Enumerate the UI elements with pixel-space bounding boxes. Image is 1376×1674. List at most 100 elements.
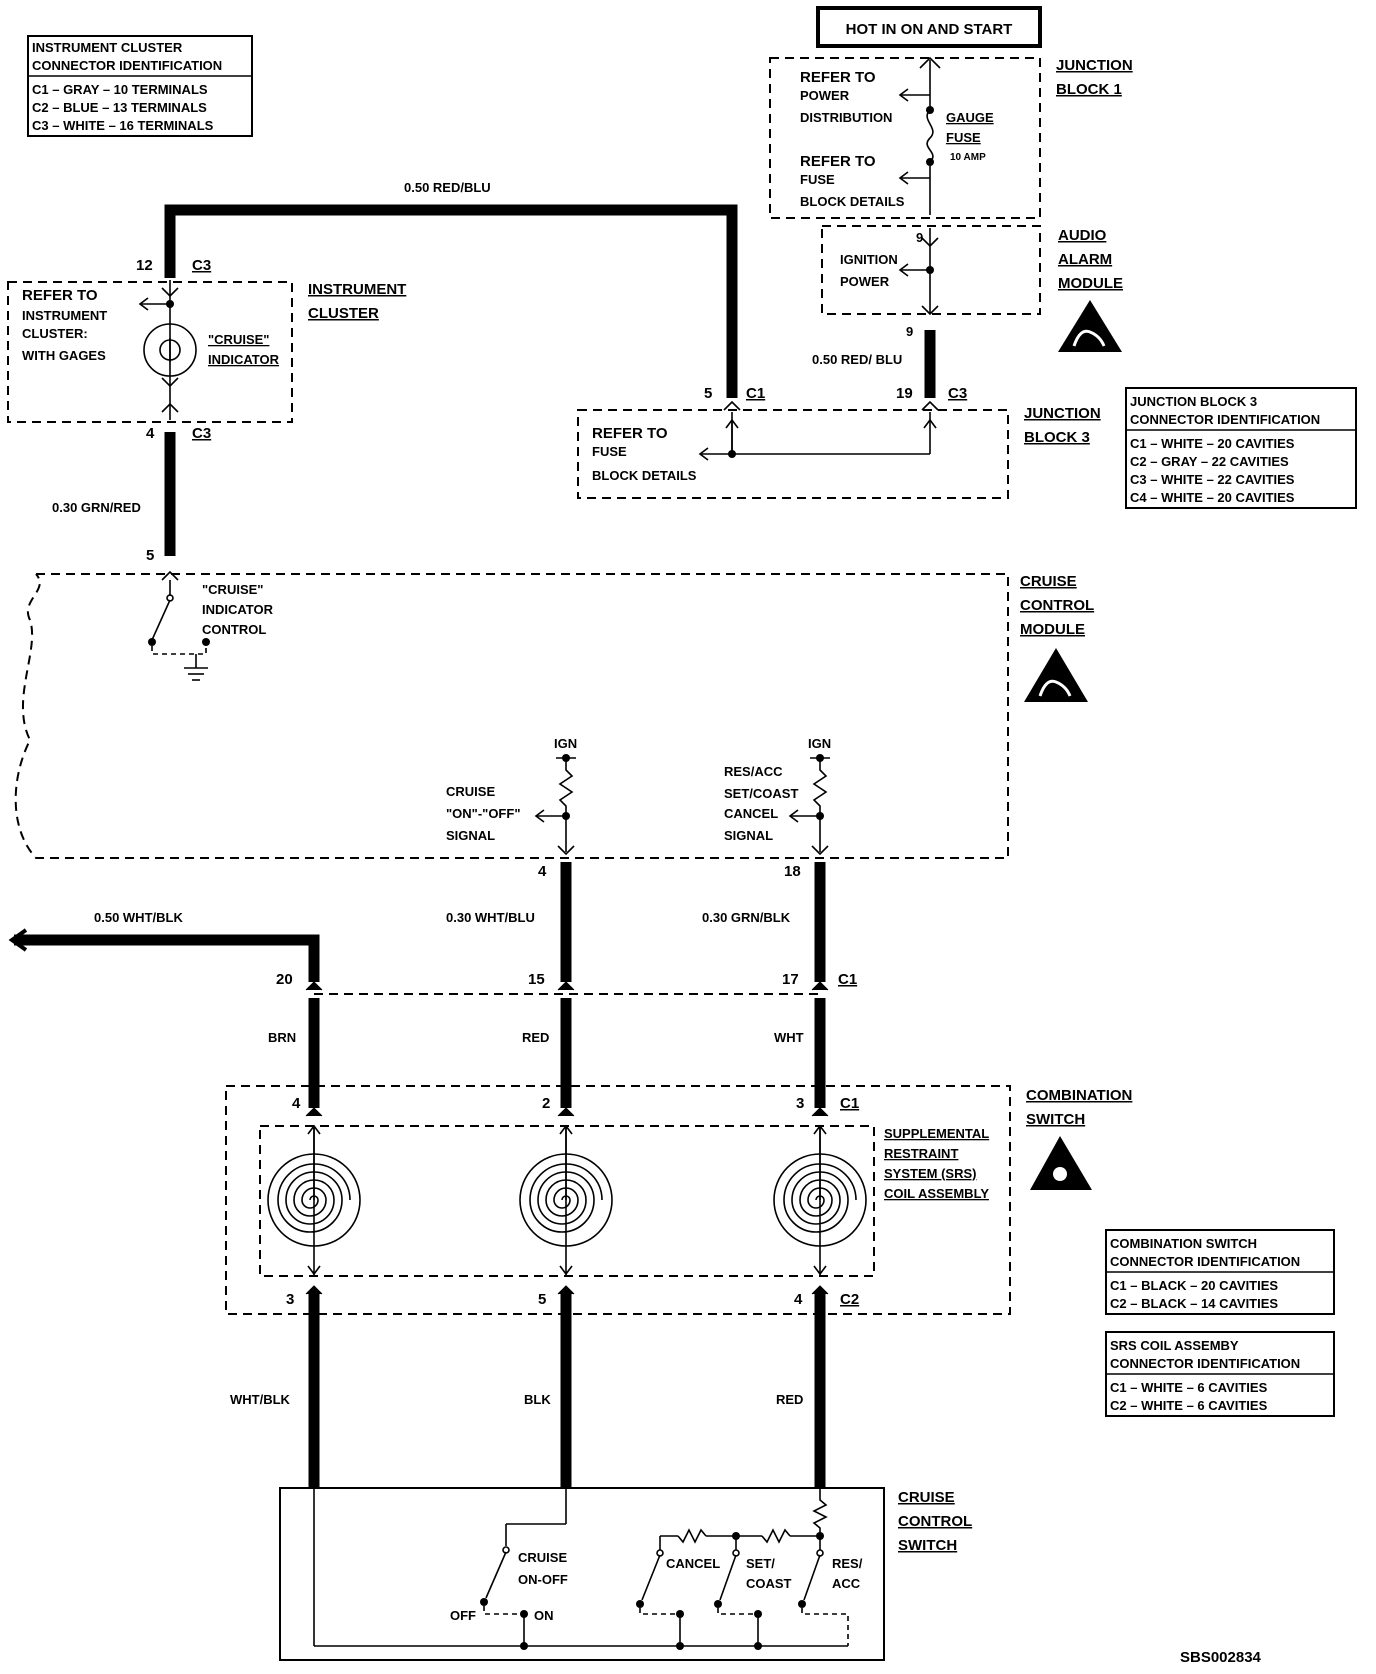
junction-block-3: 5 C1 19 C3 JUNCTION BLOCK 3 REFER TO FUS…: [577, 385, 1101, 499]
ccm-sig2c: CANCEL: [724, 806, 778, 821]
srs-coil-icon: [773, 1124, 867, 1276]
ccm-sig2d: SIGNAL: [724, 828, 773, 843]
combination-switch-connector-id-box: COMBINATION SWITCH CONNECTOR IDENTIFICAT…: [1105, 1229, 1335, 1315]
wire-grn-blk-label: 0.30 GRN/BLK: [702, 910, 791, 925]
cruise-on-off-switch-icon: [485, 1551, 507, 1599]
jb3-name1: JUNCTION: [1024, 405, 1101, 422]
srs4: COIL ASSEMBLY: [884, 1186, 989, 1201]
csid-c1: C1 – BLACK – 20 CAVITIES: [1110, 1278, 1278, 1293]
combination-switch: COMBINATION SWITCH 4 2 3 C1 SUPPLEMENTAL…: [225, 1085, 1132, 1315]
cs-name1: COMBINATION: [1026, 1087, 1132, 1104]
jb1-refer-fuse-3: BLOCK DETAILS: [800, 194, 905, 209]
jb1-refer-power-3: DISTRIBUTION: [800, 110, 892, 125]
gauge-fuse-label2: FUSE: [946, 130, 981, 145]
csid-title2: CONNECTOR IDENTIFICATION: [1110, 1254, 1300, 1269]
gauge-fuse-label1: GAUGE: [946, 110, 994, 125]
ic-refer3: CLUSTER:: [22, 326, 88, 341]
cruise-indicator-bulb-icon: [143, 323, 197, 377]
aam-pin-in: 9: [916, 230, 923, 245]
ccm-ign-2: IGN: [808, 736, 831, 751]
ccs-onoff1: CRUISE: [518, 1550, 567, 1565]
wire-wht-blk-label: 0.50 WHT/BLK: [94, 910, 183, 925]
jb1-name2: BLOCK 1: [1056, 81, 1122, 98]
set-coast-switch-icon: [719, 1554, 737, 1601]
ic-conn-top: C3: [192, 257, 211, 274]
srs-coil-connector-id-box: SRS COIL ASSEMBY CONNECTOR IDENTIFICATIO…: [1105, 1331, 1335, 1417]
jb3-name2: BLOCK 3: [1024, 429, 1090, 446]
csid-title1: COMBINATION SWITCH: [1110, 1236, 1257, 1251]
ccm-pin-indicator: 5: [146, 547, 154, 564]
srs3: SYSTEM (SRS): [884, 1166, 976, 1181]
srsid-c2: C2 – WHITE – 6 CAVITIES: [1110, 1398, 1268, 1413]
c1-pin1: 20: [276, 971, 293, 988]
ccm-sig1a: CRUISE: [446, 784, 495, 799]
wire-brn-label: BRN: [268, 1030, 296, 1045]
cs-pin-bot1: 3: [286, 1291, 294, 1308]
instrument-cluster-connector-id-box: INSTRUMENT CLUSTER CONNECTOR IDENTIFICAT…: [27, 35, 253, 137]
hot-in-on-and-start-box: HOT IN ON AND START: [816, 6, 1042, 48]
srsid-c1: C1 – WHITE – 6 CAVITIES: [1110, 1380, 1268, 1395]
esd-warning-icon: [1058, 300, 1122, 352]
jb3-conn-right: C3: [948, 385, 967, 402]
wire-red-blu-top: [164, 204, 738, 398]
jb3-id-c2: C2 – GRAY – 22 CAVITIES: [1130, 454, 1289, 469]
cruise-control-switch: CRUISE CONTROL SWITCH CRUISE ON-OFF OFF …: [279, 1487, 972, 1661]
ic-id-c3: C3 – WHITE – 16 TERMINALS: [32, 118, 214, 133]
srs1: SUPPLEMENTAL: [884, 1126, 989, 1141]
jb3-id-title1: JUNCTION BLOCK 3: [1130, 394, 1257, 409]
cancel-switch-icon: [641, 1554, 661, 1601]
ccs-set1: SET/: [746, 1556, 775, 1571]
junction-block-1: JUNCTION BLOCK 1 REFER TO POWER DISTRIBU…: [769, 56, 1133, 219]
junction-block-3-connector-id-box: JUNCTION BLOCK 3 CONNECTOR IDENTIFICATIO…: [1125, 387, 1357, 509]
res-acc-switch-icon: [803, 1554, 821, 1601]
jb1-refer-fuse-2: FUSE: [800, 172, 835, 187]
c1-pin3: 17: [782, 971, 799, 988]
c1-conn: C1: [838, 971, 857, 988]
wire-red-label: RED: [522, 1030, 549, 1045]
indicator-control-switch-icon: [151, 599, 171, 641]
ic-id-c1: C1 – GRAY – 10 TERMINALS: [32, 82, 208, 97]
jb3-conn-left: C1: [746, 385, 765, 402]
ic-conn-bottom: C3: [192, 425, 211, 442]
aam-text1: IGNITION: [840, 252, 898, 267]
cs-pin-top1: 4: [292, 1095, 301, 1112]
wire-wht-blk-low-label: WHT/BLK: [230, 1392, 291, 1407]
jb3-refer1: REFER TO: [592, 425, 668, 442]
diagram-id: SBS002834: [1180, 1649, 1262, 1666]
jb3-id-c4: C4 – WHITE – 20 CAVITIES: [1130, 490, 1295, 505]
gauge-fuse-amp: 10 AMP: [950, 152, 986, 163]
ladder-resistor-icon: [812, 1488, 828, 1536]
ccm-sig2a: RES/ACC: [724, 764, 783, 779]
aam-pin-out: 9: [906, 324, 913, 339]
aam-text2: POWER: [840, 274, 890, 289]
ccs-on: ON: [534, 1608, 554, 1623]
srs-coil-icon: [519, 1124, 613, 1276]
jb1-refer-fuse-1: REFER TO: [800, 153, 876, 170]
wire-red-blu-right-label: 0.50 RED/ BLU: [812, 352, 902, 367]
ccs-onoff2: ON-OFF: [518, 1572, 568, 1587]
ccs-cancel: CANCEL: [666, 1556, 720, 1571]
ccm-sig2b: SET/COAST: [724, 786, 798, 801]
srs-coil-icon: [267, 1124, 361, 1276]
jb1-arrow-up-icon: [919, 56, 941, 69]
cs-pin-top3: 3: [796, 1095, 804, 1112]
jb3-pin-left: 5: [704, 385, 712, 402]
srsid-title2: CONNECTOR IDENTIFICATION: [1110, 1356, 1300, 1371]
c1-pin2: 15: [528, 971, 545, 988]
ic-refer4: WITH GAGES: [22, 348, 106, 363]
ladder-resistor-icon: [677, 1528, 707, 1544]
pullup-resistor-icon: [812, 758, 828, 852]
audio-alarm-module: AUDIO ALARM MODULE 9 IGNITION POWER 9: [821, 225, 1123, 352]
wire-wht-blk: [14, 934, 320, 982]
connector-c1: 20 15 17 C1: [276, 971, 857, 995]
ccm-name3: MODULE: [1020, 621, 1085, 638]
ccs-set2: COAST: [746, 1576, 792, 1591]
wire-wht-blu-label: 0.30 WHT/BLU: [446, 910, 535, 925]
ic-pin-top: 12: [136, 257, 153, 274]
srs2: RESTRAINT: [884, 1146, 958, 1161]
jb1-refer-power-1: REFER TO: [800, 69, 876, 86]
jb1-name1: JUNCTION: [1056, 57, 1133, 74]
ic-pin-bottom: 4: [146, 425, 155, 442]
jb3-pin-right: 19: [896, 385, 913, 402]
csid-c2: C2 – BLACK – 14 CAVITIES: [1110, 1296, 1278, 1311]
